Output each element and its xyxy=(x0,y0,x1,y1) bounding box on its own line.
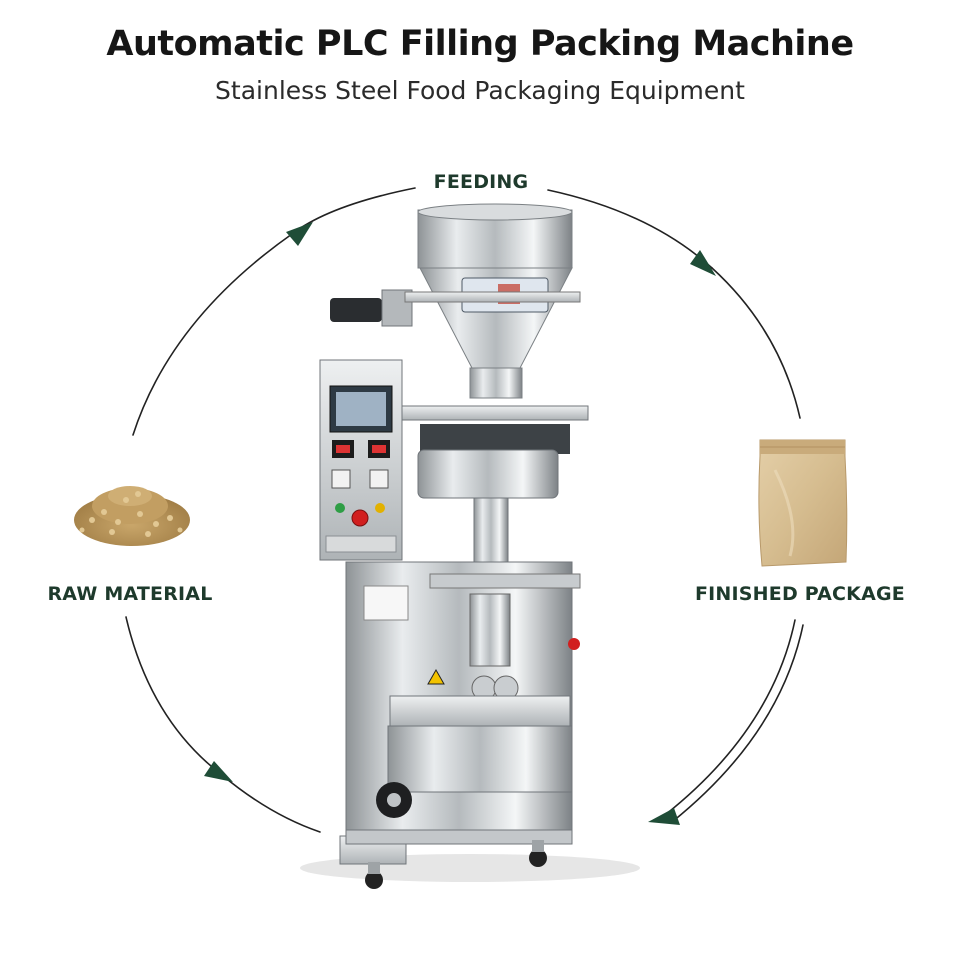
page-subtitle: Stainless Steel Food Packaging Equipment xyxy=(215,76,745,105)
arrowhead-bottom-left-icon xyxy=(204,761,233,782)
arc-bottom-right-inner xyxy=(671,624,804,823)
raw-material-pile-icon xyxy=(74,486,190,546)
step-label-raw-material: RAW MATERIAL xyxy=(47,583,213,605)
arc-top-left xyxy=(291,187,416,235)
arc-top-right-lower xyxy=(711,267,801,419)
page-title: Automatic PLC Filling Packing Machine xyxy=(106,24,854,64)
cycle-arrowheads xyxy=(204,222,716,825)
arc-bottom-left-lower xyxy=(221,774,321,833)
arrowhead-bottom-right-icon xyxy=(648,808,680,825)
packing-machine-illustration xyxy=(300,203,640,889)
arrowhead-top-right-icon xyxy=(690,250,716,276)
arc-top-right xyxy=(547,189,713,269)
arc-bottom-left xyxy=(125,616,223,776)
step-label-feeding: FEEDING xyxy=(433,171,529,193)
arc-top-left-lower xyxy=(132,233,293,436)
arc-bottom-right xyxy=(664,619,796,816)
step-label-finished-package: FINISHED PACKAGE xyxy=(694,583,905,605)
arrowhead-top-left-icon xyxy=(286,222,313,246)
finished-package-bag-icon xyxy=(758,439,848,567)
